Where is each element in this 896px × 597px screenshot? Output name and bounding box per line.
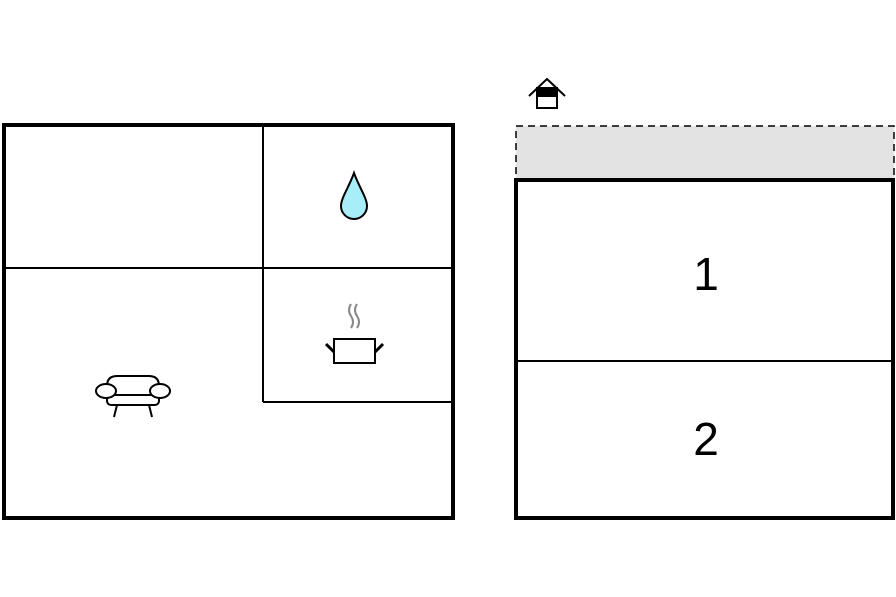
water-drop-icon [339, 170, 369, 220]
sofa-icon [95, 375, 171, 418]
section-view: 1 2 [514, 77, 895, 520]
building-outline [514, 178, 895, 520]
outer-wall [2, 123, 455, 520]
house-entrance-icon [528, 77, 566, 109]
level-2-label: 2 [693, 413, 719, 465]
floor-plan [2, 123, 455, 520]
cooking-pot-icon [324, 303, 385, 364]
level-1-label: 1 [693, 248, 719, 300]
attic-level [515, 125, 895, 181]
